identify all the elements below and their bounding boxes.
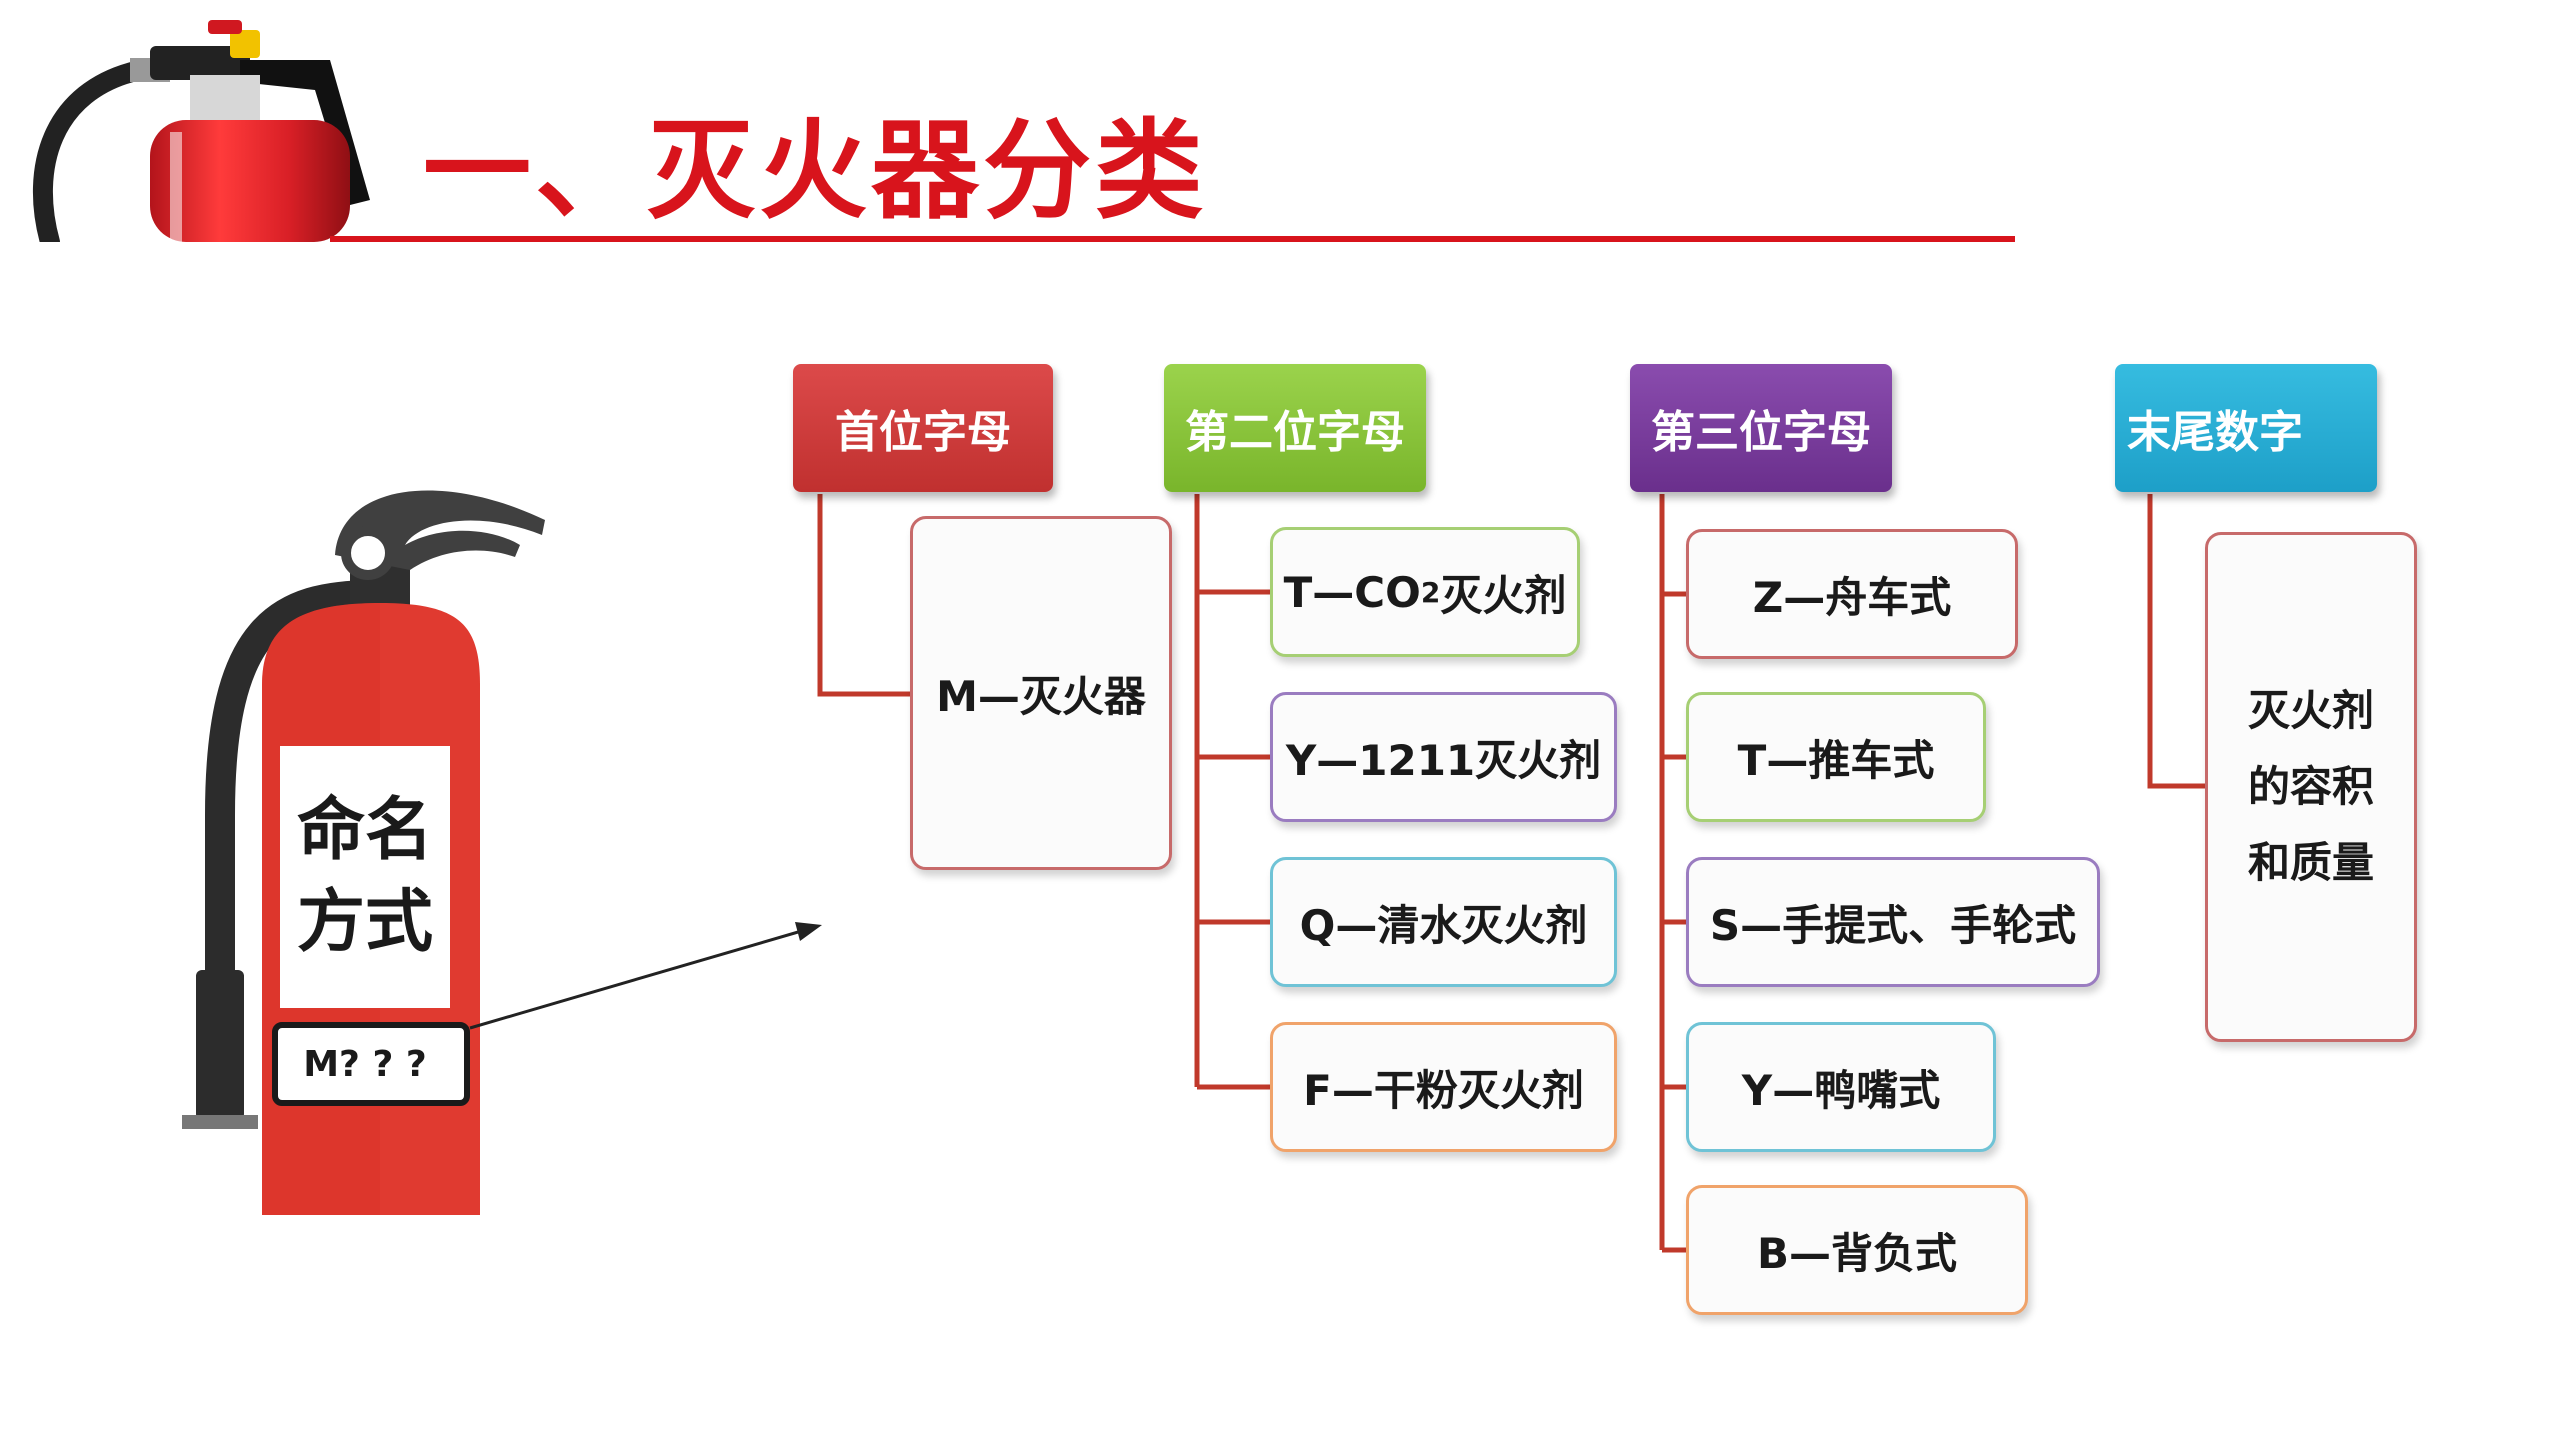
trailing-line1: 灭火剂: [2247, 686, 2374, 735]
naming-label: 命名 方式: [280, 746, 450, 1008]
naming-label-line2: 方式: [296, 883, 433, 962]
model-code: M? ? ?: [303, 1043, 427, 1085]
extinguisher-photo-icon: [32, 20, 370, 242]
item-third-t: T—推车式: [1686, 692, 1986, 822]
model-code-frame: [272, 1022, 470, 1106]
header-first-letter: 首位字母: [793, 364, 1053, 492]
item-second-f: F—干粉灭火剂: [1270, 1022, 1617, 1152]
title-underline: [330, 236, 2015, 242]
item-third-z: Z—舟车式: [1686, 529, 2018, 659]
trailing-line3: 和质量: [2247, 838, 2374, 887]
item-third-s: S—手提式、手轮式: [1686, 857, 2100, 987]
page-title: 一、灭火器分类: [423, 109, 1208, 234]
item-second-t-main: T—CO: [1283, 567, 1421, 617]
item-third-y: Y—鸭嘴式: [1686, 1022, 1996, 1152]
item-second-q: Q—清水灭火剂: [1270, 857, 1617, 987]
naming-label-line1: 命名: [296, 791, 433, 870]
item-trailing-digits: 灭火剂 的容积 和质量: [2205, 532, 2417, 1042]
item-second-t-subscript: 2: [1420, 575, 1441, 609]
item-second-t-tail: 灭火剂: [1440, 570, 1567, 620]
header-trailing-digits: 末尾数字: [2115, 364, 2377, 492]
item-first-m: M—灭火器: [910, 516, 1172, 870]
item-third-b: B—背负式: [1686, 1185, 2028, 1315]
trailing-line2: 的容积: [2247, 762, 2374, 811]
header-second-letter: 第二位字母: [1164, 364, 1426, 492]
header-third-letter: 第三位字母: [1630, 364, 1892, 492]
item-second-y: Y—1211灭火剂: [1270, 692, 1617, 822]
